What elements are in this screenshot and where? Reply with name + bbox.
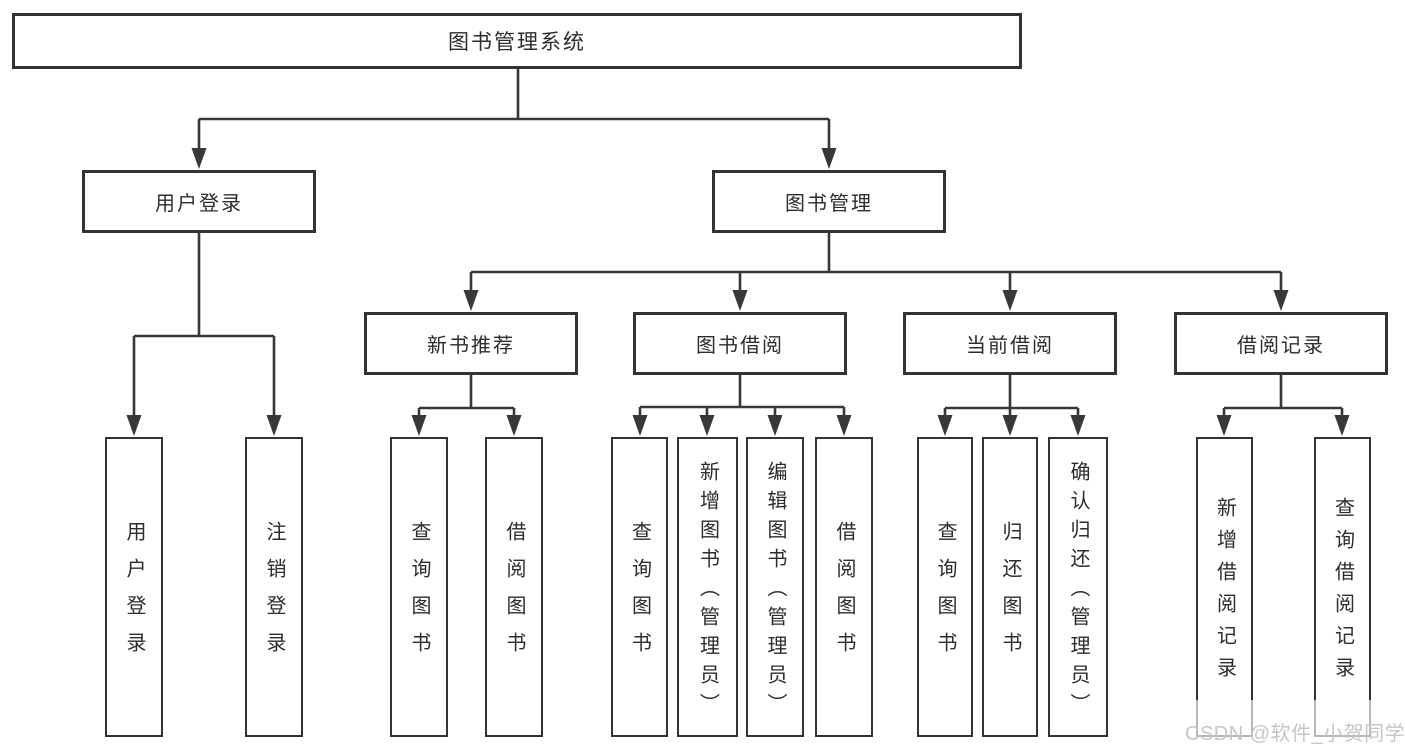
node-label: 图书管理 <box>785 193 873 215</box>
node-label: 查询借阅记录 <box>1331 497 1354 689</box>
arrowhead-icon <box>411 415 427 436</box>
node-query-books-rec: 查询图书 <box>390 437 448 737</box>
node-label: 用户登录 <box>155 193 243 215</box>
node-query-books-borrow: 查询图书 <box>611 437 668 737</box>
arrowhead-icon <box>463 290 479 311</box>
connector-book-borrow-to-children <box>638 375 846 418</box>
arrowhead-icon <box>1002 415 1018 436</box>
connector-shafts <box>132 69 1344 418</box>
node-label: 新增借阅记录 <box>1213 497 1236 689</box>
node-borrow-records: 借阅记录 <box>1174 312 1388 375</box>
node-label: 新书推荐 <box>427 335 515 357</box>
node-label: 归还图书 <box>999 521 1021 669</box>
arrowhead-icon <box>699 415 715 436</box>
arrowhead-icon <box>126 415 142 436</box>
arrowhead-icon <box>632 415 648 436</box>
connector-borrow-records-to-children <box>1222 375 1344 418</box>
connector-book-mgmt-to-level3 <box>469 233 1283 293</box>
node-label: 图书借阅 <box>696 335 784 357</box>
arrowhead-icon <box>191 148 207 169</box>
watermark-fade-band <box>1140 700 1405 747</box>
arrowhead-icon <box>1216 415 1232 436</box>
node-edit-books-admin: 编辑图书（管理员） <box>746 437 804 737</box>
watermark: CSDN @软件_小贺同学 <box>1185 723 1405 745</box>
node-book-borrow: 图书借阅 <box>633 312 847 375</box>
node-label: 新增图书（管理员） <box>696 460 719 722</box>
node-borrow-books-leaf: 借阅图书 <box>815 437 873 737</box>
node-book-mgmt-branch: 图书管理 <box>712 170 946 233</box>
connector-user-login-to-children <box>132 233 276 418</box>
arrowhead-icon <box>506 415 522 436</box>
arrowhead-icon <box>937 415 953 436</box>
connector-root-to-level2 <box>197 69 831 150</box>
arrowhead-icon <box>821 148 837 169</box>
arrowhead-icon <box>732 290 748 311</box>
node-label: 注销登录 <box>263 521 285 669</box>
node-confirm-return-admin: 确认归还（管理员） <box>1048 437 1108 737</box>
arrowhead-icon <box>1002 290 1018 311</box>
node-new-book-rec: 新书推荐 <box>364 312 578 375</box>
node-user-login-leaf: 用户登录 <box>105 437 163 737</box>
connector-arrowheads <box>126 148 1350 436</box>
connector-new-book-rec-to-children <box>417 375 516 418</box>
node-add-books-admin: 新增图书（管理员） <box>677 437 738 737</box>
arrowhead-icon <box>767 415 783 436</box>
node-logout-leaf: 注销登录 <box>245 437 303 737</box>
node-label: 确认归还（管理员） <box>1067 460 1089 722</box>
node-add-borrow-record: 新增借阅记录 <box>1196 437 1253 737</box>
node-label: 查询图书 <box>628 521 651 669</box>
node-label: 编辑图书（管理员） <box>764 460 786 722</box>
arrowhead-icon <box>1070 415 1086 436</box>
node-query-borrow-record: 查询借阅记录 <box>1314 437 1371 737</box>
node-label: 用户登录 <box>123 521 145 669</box>
node-borrow-books-rec: 借阅图书 <box>485 437 543 737</box>
arrowhead-icon <box>266 415 282 436</box>
node-label: 借阅图书 <box>503 521 525 669</box>
node-label: 查询图书 <box>934 521 956 669</box>
node-return-books: 归还图书 <box>982 437 1038 737</box>
arrowhead-icon <box>1273 290 1289 311</box>
node-query-books-current: 查询图书 <box>917 437 973 737</box>
node-label: 当前借阅 <box>966 335 1054 357</box>
node-label: 查询图书 <box>408 521 430 669</box>
node-root-system: 图书管理系统 <box>12 13 1022 69</box>
node-label: 图书管理系统 <box>448 31 586 54</box>
node-current-borrow: 当前借阅 <box>903 312 1117 375</box>
arrowhead-icon <box>1334 415 1350 436</box>
node-label: 借阅记录 <box>1237 335 1325 357</box>
connector-current-borrow-to-children <box>943 375 1080 418</box>
arrowhead-icon <box>836 415 852 436</box>
node-label: 借阅图书 <box>833 521 855 669</box>
node-user-login-branch: 用户登录 <box>82 170 316 233</box>
